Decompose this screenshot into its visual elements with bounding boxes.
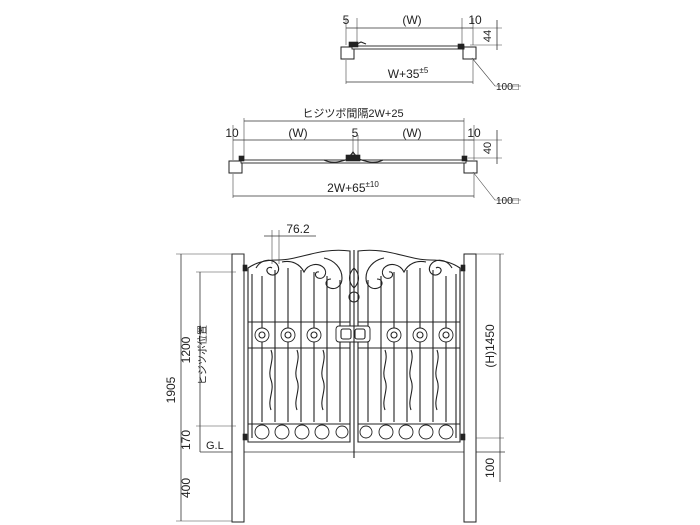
v2-left-post <box>228 160 243 174</box>
top-scrollwork <box>255 257 453 303</box>
left-leaf-frame <box>247 249 351 443</box>
double-gate-plan-view: ヒジツボ間隔2W+25 10 (W) 5 (W) 10 40 2W+65±10 <box>225 107 521 207</box>
elev-total-height: 1905 <box>164 376 178 403</box>
v2-dim-mid: 5 <box>352 126 359 140</box>
v1-dim-w: (W) <box>402 13 421 27</box>
v1-dim-right: 10 <box>468 13 482 27</box>
left-bars <box>261 268 341 422</box>
v2-dim-right: 10 <box>467 126 481 140</box>
v1-hinge-post <box>462 46 477 60</box>
right-leaf-frame <box>357 249 461 443</box>
center-latch <box>335 250 371 458</box>
middle-rosettes <box>254 327 454 343</box>
bottom-rosettes <box>254 424 454 440</box>
elev-gl-offset: 170 <box>179 430 193 450</box>
v1-dim-left: 5 <box>343 13 350 27</box>
left-post <box>231 253 245 523</box>
gate-elevation-view: 76.2 1905 1200 ヒジツボ位置 170 G.L 400 (H)145… <box>164 222 505 523</box>
v2-right-post <box>463 160 478 174</box>
v1-total: W+35±5 <box>388 66 429 81</box>
elev-hinge-height: 1200 <box>179 336 193 363</box>
right-bars <box>367 268 447 422</box>
elev-embed: 400 <box>179 478 193 498</box>
single-gate-plan-view: 5 (W) 10 44 W+35±5 100□ <box>340 13 521 93</box>
v2-dim-w1: (W) <box>288 126 307 140</box>
v1-dim-vert: 44 <box>482 30 494 42</box>
elev-ground-clear: 100 <box>483 458 497 478</box>
v2-total: 2W+65±10 <box>327 180 379 195</box>
v1-post-size: 100□ <box>496 82 519 93</box>
v2-post-size: 100□ <box>496 196 519 207</box>
elev-hinge-label: ヒジツボ位置 <box>196 325 209 385</box>
v2-dim-left: 10 <box>225 126 239 140</box>
right-post <box>463 253 477 523</box>
v2-dim-vert: 40 <box>482 142 494 154</box>
elev-top-offset: 76.2 <box>286 222 310 236</box>
v2-dim-w2: (W) <box>402 126 421 140</box>
v2-hinge-span: ヒジツボ間隔2W+25 <box>302 107 403 120</box>
elev-gl-label: G.L <box>206 440 224 452</box>
elev-gate-height: (H)1450 <box>483 324 497 368</box>
v1-latch-post <box>340 46 355 60</box>
